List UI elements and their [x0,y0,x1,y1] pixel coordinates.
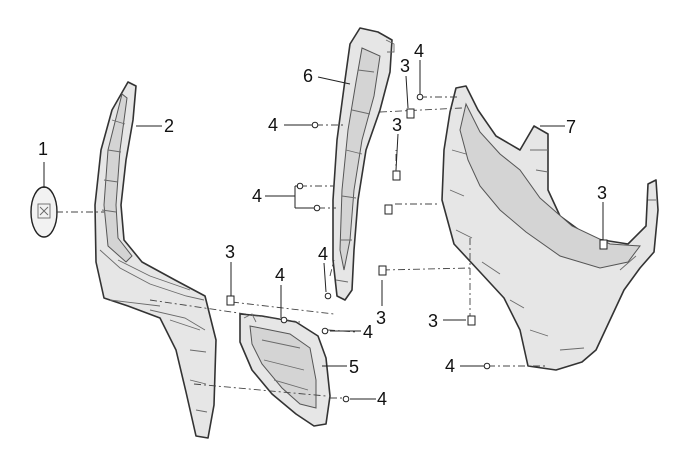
callout-4-f: 4 [268,115,278,135]
part-1-emblem [30,186,58,238]
part-5-lower-cover [239,313,331,427]
screw-icon [416,93,424,101]
part-2-side-cover [94,81,217,439]
callout-4-g: 4 [252,186,262,206]
callout-3-d: 3 [392,115,402,135]
callout-4-b: 4 [363,322,373,342]
screw-icon [342,395,350,403]
part-6-inner-panel [332,27,395,301]
screws [280,93,491,403]
callout-3-c: 3 [400,56,410,76]
clip-nuts [226,108,608,326]
callout-4-e: 4 [414,41,424,61]
callout-4-c: 4 [377,389,387,409]
callout-6: 6 [303,66,313,86]
callout-leaders [43,60,604,400]
clip-nut-icon [392,170,401,181]
clip-nut-icon [467,315,476,326]
callout-3-b: 3 [376,308,386,328]
screw-icon [313,204,321,212]
callout-2: 2 [164,116,174,136]
callout-3-e: 3 [597,183,607,203]
part-7-leg-shield [441,85,659,371]
callout-4-d: 4 [318,244,328,264]
screw-icon [280,316,288,324]
clip-nut-icon [406,108,415,119]
screw-icon [321,327,329,335]
callout-5: 5 [349,357,359,377]
clip-nut-icon [378,265,387,276]
screw-icon [296,182,304,190]
screw-icon [324,292,332,300]
screw-icon [483,362,491,370]
callout-4-a: 4 [275,265,285,285]
clip-nut-icon [384,204,393,215]
callout-labels: 1 2 3 4 4 5 4 4 3 6 3 4 4 3 4 7 3 3 4 [38,41,607,409]
callout-1: 1 [38,139,48,159]
callout-7: 7 [566,117,576,137]
callout-3-f: 3 [428,311,438,331]
callout-4-h: 4 [445,356,455,376]
clip-nut-icon [599,239,608,250]
clip-nut-icon [226,295,235,306]
callout-3-a: 3 [225,242,235,262]
